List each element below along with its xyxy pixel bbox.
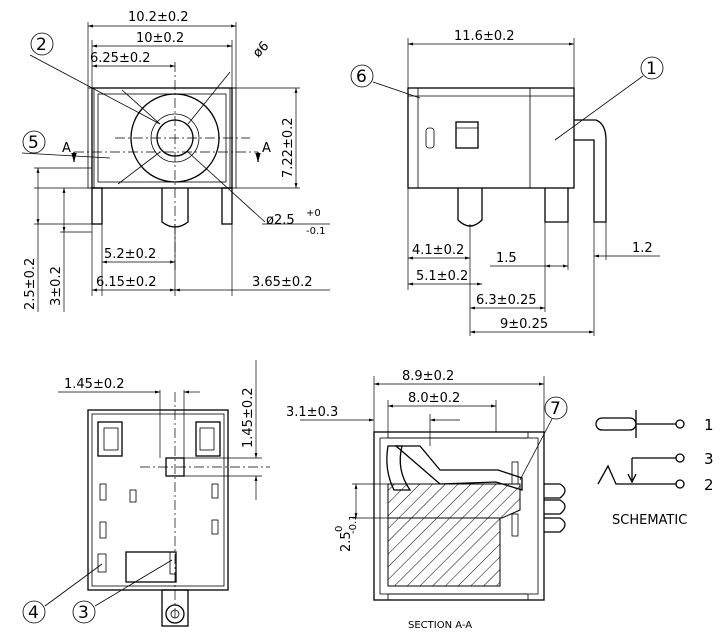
dim-5-2: 5.2±0.2 bbox=[104, 247, 156, 262]
svg-text:4: 4 bbox=[28, 603, 39, 623]
schematic: 1 3 2 SCHEMATIC bbox=[595, 410, 714, 528]
dim-6-25: 6.25±0.2 bbox=[90, 51, 151, 66]
callout-6: 6 bbox=[350, 64, 421, 99]
callout-3: 3 bbox=[72, 559, 173, 624]
dim-6-15: 6.15±0.2 bbox=[96, 275, 157, 290]
dim-9: 9±0.25 bbox=[500, 317, 548, 332]
section-view: 8.9±0.2 8.0±0.2 3.1±0.3 2.5 0 -0.1 SECTI… bbox=[286, 369, 568, 631]
dim-3: 3±0.2 bbox=[49, 266, 64, 306]
dim-pin-dia-base: ø2.5 bbox=[266, 213, 295, 228]
dim-2-5: 2.5±0.2 bbox=[23, 258, 38, 310]
dim-height-7-22: 7.22±0.2 bbox=[281, 117, 296, 178]
section-caption: SECTION A-A bbox=[408, 620, 472, 631]
callout-7: 7 bbox=[519, 396, 568, 481]
dim-width-11-6: 11.6±0.2 bbox=[454, 29, 515, 44]
svg-text:6: 6 bbox=[356, 67, 367, 87]
dim-1-45-vertical: 1.45±0.2 bbox=[241, 387, 256, 448]
svg-text:5: 5 bbox=[28, 133, 39, 153]
dim-3-65: 3.65±0.2 bbox=[252, 275, 313, 290]
dim-pin-dia-tol-bot: -0.1 bbox=[306, 226, 326, 237]
schematic-pin-2: 2 bbox=[704, 476, 714, 494]
svg-text:2: 2 bbox=[36, 35, 47, 55]
dim-8-9: 8.9±0.2 bbox=[402, 369, 454, 384]
dim-4-1: 4.1±0.2 bbox=[412, 243, 464, 258]
dim-width-10-2: 10.2±0.2 bbox=[128, 10, 189, 25]
bottom-view: 1.45±0.2 1.45±0.2 4 3 bbox=[22, 360, 270, 627]
schematic-caption: SCHEMATIC bbox=[612, 513, 687, 528]
dim-dia-6: ø6 bbox=[250, 39, 272, 61]
dim-6-3: 6.3±0.25 bbox=[476, 293, 537, 308]
svg-text:7: 7 bbox=[550, 399, 561, 419]
front-view: A A 10.2±0.2 10±0.2 6.25±0.2 ø6 7.22±0.2… bbox=[21, 10, 330, 312]
svg-text:3: 3 bbox=[78, 603, 89, 623]
schematic-pin-3: 3 bbox=[704, 450, 714, 468]
dim-3-1: 3.1±0.3 bbox=[286, 405, 338, 420]
callout-2: 2 bbox=[29, 32, 161, 125]
schematic-pin-1: 1 bbox=[704, 416, 714, 434]
dim-2-5-section-tol-bot: -0.1 bbox=[348, 514, 359, 534]
dim-8-0: 8.0±0.2 bbox=[408, 391, 460, 406]
side-view: 11.6±0.2 4.1±0.2 5.1±0.2 1.5 1.2 6.3±0.2… bbox=[350, 29, 664, 336]
callout-1: 1 bbox=[554, 56, 664, 141]
dim-2-5-section-base: 2.5 bbox=[339, 531, 354, 552]
section-cut-marks: A A bbox=[62, 141, 271, 162]
callout-4: 4 bbox=[22, 563, 103, 624]
dim-1-45-horizontal: 1.45±0.2 bbox=[64, 377, 125, 392]
svg-text:1: 1 bbox=[646, 59, 657, 79]
dim-pin-dia-tol-top: +0 bbox=[306, 208, 321, 219]
dim-5-1: 5.1±0.2 bbox=[416, 269, 468, 284]
dim-1-2: 1.2 bbox=[632, 241, 653, 256]
section-mark-left: A bbox=[62, 141, 71, 156]
dim-1-5: 1.5 bbox=[496, 251, 517, 266]
callout-5: 5 bbox=[21, 130, 111, 159]
dim-2-5-section-tol-top: 0 bbox=[334, 526, 345, 532]
dim-width-10: 10±0.2 bbox=[136, 31, 184, 46]
section-mark-right: A bbox=[262, 141, 271, 156]
